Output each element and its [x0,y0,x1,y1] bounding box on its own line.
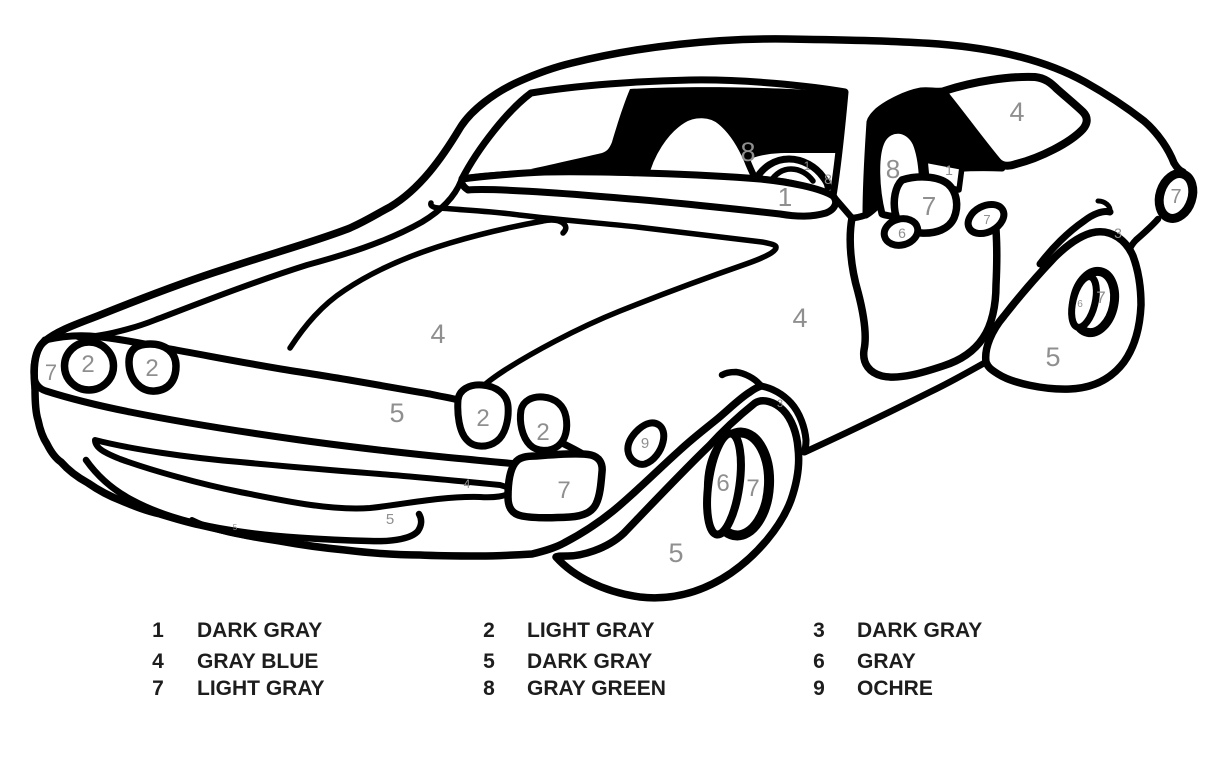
svg-text:7: 7 [922,191,936,221]
svg-text:8: 8 [886,154,900,184]
svg-text:8: 8 [740,137,755,167]
svg-text:DARK GRAY: DARK GRAY [857,619,982,642]
svg-text:DARK GRAY: DARK GRAY [527,650,652,673]
svg-text:8: 8 [483,677,495,700]
svg-text:2: 2 [81,351,94,378]
svg-text:7: 7 [1096,288,1105,307]
svg-text:7: 7 [1170,186,1181,208]
svg-text:2: 2 [476,405,489,432]
svg-text:5: 5 [386,511,394,528]
svg-text:3: 3 [1114,225,1122,241]
svg-text:2: 2 [483,619,495,642]
svg-text:LIGHT GRAY: LIGHT GRAY [527,619,655,642]
svg-text:4: 4 [430,319,445,349]
svg-text:1: 1 [804,159,811,173]
svg-text:1: 1 [945,162,953,178]
svg-text:9: 9 [641,435,649,452]
svg-text:GRAY BLUE: GRAY BLUE [197,650,318,673]
svg-text:3: 3 [777,398,783,410]
svg-text:1: 1 [778,182,792,212]
svg-text:3: 3 [813,619,825,642]
svg-text:DARK GRAY: DARK GRAY [197,619,322,642]
svg-text:6: 6 [1077,299,1083,310]
svg-text:5: 5 [483,650,495,673]
svg-text:2: 2 [145,355,158,382]
svg-text:7: 7 [557,477,570,504]
svg-text:4: 4 [464,477,471,491]
svg-text:4: 4 [1009,97,1024,127]
svg-text:LIGHT GRAY: LIGHT GRAY [197,677,325,700]
svg-text:6: 6 [716,470,729,497]
svg-text:5: 5 [389,398,404,428]
svg-text:1: 1 [152,619,164,642]
svg-text:7: 7 [746,475,759,502]
svg-text:9: 9 [813,677,825,700]
svg-text:5: 5 [668,538,683,568]
svg-text:5: 5 [233,523,238,532]
svg-text:OCHRE: OCHRE [857,677,933,700]
svg-text:8: 8 [824,171,832,187]
svg-text:7: 7 [45,360,57,385]
svg-text:6: 6 [813,650,825,673]
svg-text:GRAY: GRAY [857,650,916,673]
svg-text:2: 2 [536,419,549,446]
svg-text:4: 4 [152,650,164,673]
svg-text:4: 4 [792,303,807,333]
svg-text:7: 7 [152,677,164,700]
svg-text:6: 6 [898,225,906,241]
svg-text:5: 5 [1045,342,1060,372]
svg-text:GRAY GREEN: GRAY GREEN [527,677,666,700]
svg-text:7: 7 [983,212,990,227]
